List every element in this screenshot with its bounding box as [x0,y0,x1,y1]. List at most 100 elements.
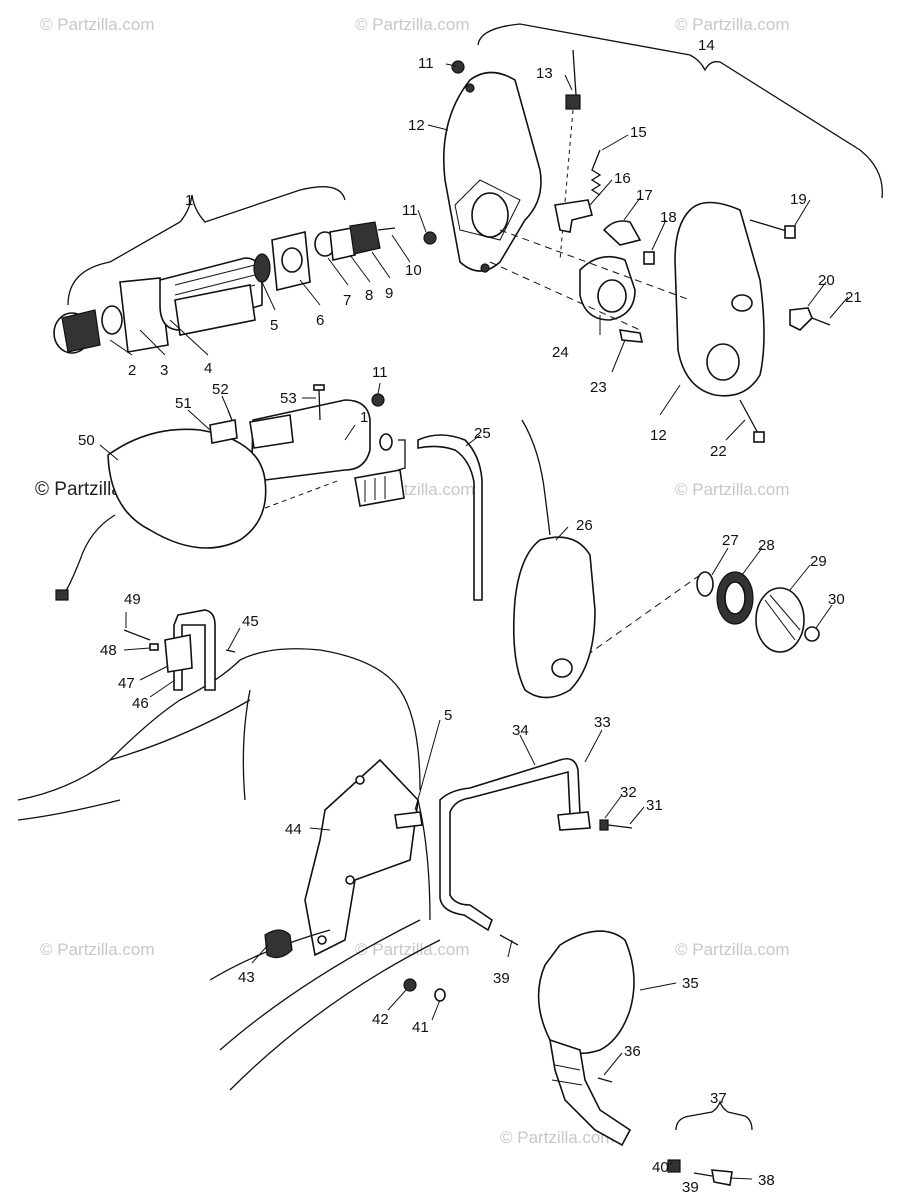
callout-34[interactable]: 34 [512,722,529,739]
housing-left [442,71,542,273]
callout-37[interactable]: 37 [710,1090,727,1107]
callout-49[interactable]: 49 [124,591,141,608]
callout-48[interactable]: 48 [100,642,117,659]
callout-11-top[interactable]: 11 [418,55,434,72]
callout-19[interactable]: 19 [790,191,807,208]
part-12-housing-cover [674,201,765,397]
callout-33[interactable]: 33 [594,714,611,731]
watermark-mid-right: © Partzilla.com [675,480,790,499]
callout-3[interactable]: 3 [160,362,168,379]
part-38-wing-nut [711,1169,733,1186]
part-50-pad [107,428,267,549]
callout-9[interactable]: 9 [385,285,393,302]
heater-assembly [53,221,396,354]
callout-45[interactable]: 45 [242,613,259,630]
part-44-side-plate [304,758,419,957]
part-12-housing-rear [442,71,542,272]
callout-35[interactable]: 35 [682,975,699,992]
part-39-screw-lower [693,1172,713,1177]
callout-44[interactable]: 44 [285,821,302,838]
callout-4[interactable]: 4 [204,360,212,377]
callout-30[interactable]: 30 [828,591,845,608]
callout-12-rear[interactable]: 12 [408,117,425,134]
callout-29[interactable]: 29 [810,553,827,570]
callout-5-heater[interactable]: 5 [270,317,278,334]
bracket-group-1 [67,186,346,306]
callout-27[interactable]: 27 [722,532,739,549]
callout-47[interactable]: 47 [118,675,135,692]
callout-39-upper[interactable]: 39 [493,970,510,987]
seat-outline [17,648,421,801]
part-26-recoil-housing [513,536,596,699]
part-49-screw [123,629,151,641]
callout-20[interactable]: 20 [818,272,835,289]
callout-38[interactable]: 38 [758,1172,775,1189]
part-51-clip [209,419,238,444]
callout-11-lower[interactable]: 11 [372,364,388,381]
part-26-rope [521,419,551,536]
callout-12-cover[interactable]: 12 [650,427,667,444]
part-25-hose [417,434,483,601]
callout-24[interactable]: 24 [552,344,569,361]
callout-51[interactable]: 51 [175,395,192,412]
part-53-bolt-head [313,384,325,391]
callout-25[interactable]: 25 [474,425,491,442]
watermark-top-left: © Partzilla.com [40,15,155,34]
callout-43[interactable]: 43 [238,969,255,986]
callout-31[interactable]: 31 [646,797,663,814]
callout-41[interactable]: 41 [412,1019,429,1036]
callout-39-lower[interactable]: 39 [682,1179,699,1196]
part-4-bracket [119,277,169,353]
part-45-bracket [173,609,216,691]
part-8-shaft [329,227,356,261]
part-11-nut-lower [371,393,385,407]
watermark-top-center: © Partzilla.com [355,15,470,34]
part-grip-right [354,469,405,507]
handlebar-grip [249,399,405,507]
callout-1-heater[interactable]: 1 [185,192,193,209]
callout-53[interactable]: 53 [280,390,297,407]
callout-50[interactable]: 50 [78,432,95,449]
callout-40[interactable]: 40 [652,1159,669,1176]
callout-8[interactable]: 8 [365,287,373,304]
callout-17[interactable]: 17 [636,187,653,204]
part-5-bushing [394,811,423,829]
part-27-washer [696,571,714,597]
callout-22[interactable]: 22 [710,443,727,460]
callout-52[interactable]: 52 [212,381,229,398]
callout-11-mid[interactable]: 11 [402,202,418,219]
callout-18[interactable]: 18 [660,209,677,226]
callouts: 1 2 3 4 5 6 7 8 9 10 11 11 11 12 12 13 1… [78,37,862,1196]
part-18-pin [643,251,655,265]
callout-46[interactable]: 46 [132,695,149,712]
part-40-spacer [667,1159,681,1173]
callout-5-bushing[interactable]: 5 [444,707,452,724]
callout-32[interactable]: 32 [620,784,637,801]
callout-36[interactable]: 36 [624,1043,641,1060]
callout-10[interactable]: 10 [405,262,422,279]
part-32-nut [599,819,609,831]
part-21-screw [811,317,831,326]
callout-2[interactable]: 2 [128,362,136,379]
callout-23[interactable]: 23 [590,379,607,396]
callout-16[interactable]: 16 [614,170,631,187]
callout-28[interactable]: 28 [758,537,775,554]
part-13-cable-end [565,94,581,110]
callout-1-handlebar[interactable]: 1 [360,409,368,426]
part-23-shaft [618,329,644,343]
callout-13[interactable]: 13 [536,65,553,82]
callout-7[interactable]: 7 [343,292,351,309]
callout-42[interactable]: 42 [372,1011,389,1028]
callout-26[interactable]: 26 [576,517,593,534]
part-5-ring [253,253,271,283]
part-35-mirror [537,930,635,1055]
part-9-grip [349,221,381,255]
callout-14[interactable]: 14 [698,37,715,54]
callout-15[interactable]: 15 [630,124,647,141]
watermark-top-right: © Partzilla.com [675,15,790,34]
part-34-tube-end [557,811,591,831]
part-2-grip [61,309,101,353]
callout-6[interactable]: 6 [316,312,324,329]
callout-21[interactable]: 21 [845,289,862,306]
